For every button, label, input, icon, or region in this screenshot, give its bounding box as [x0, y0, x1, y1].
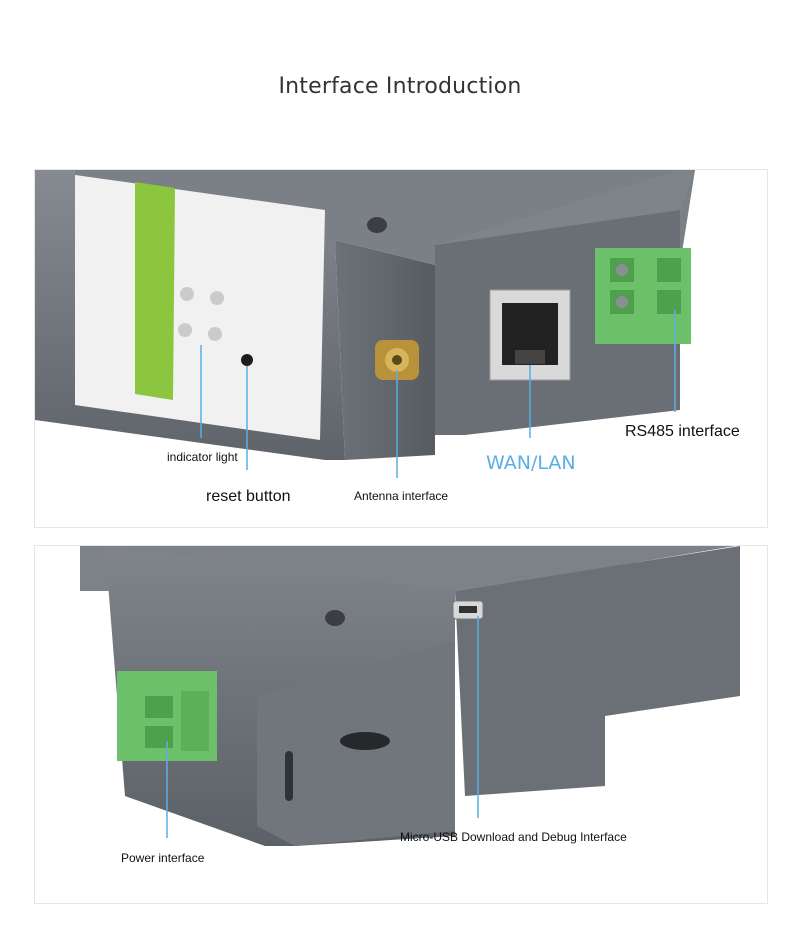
- housing-right-top: [435, 170, 695, 245]
- device-top-view-panel: indicator light reset button Antenna int…: [34, 169, 768, 528]
- device-bottom-view-panel: Micro-USB Download and Debug Interface P…: [34, 545, 768, 904]
- clip-slot: [340, 732, 390, 750]
- label-micro-usb: Micro-USB Download and Debug Interface: [400, 830, 627, 844]
- device-bottom-illustration: [80, 546, 740, 846]
- device-top-illustration: [35, 170, 695, 478]
- label-rs485-interface: RS485 interface: [625, 423, 740, 440]
- housing-right-module: [455, 546, 740, 796]
- front-label-panel: [75, 175, 325, 440]
- brand-strip: [135, 182, 175, 400]
- label-antenna-interface: Antenna interface: [354, 489, 449, 503]
- led-rx: [180, 287, 194, 301]
- led-link: [208, 327, 222, 341]
- led-tx: [178, 323, 192, 337]
- screw-hole: [367, 217, 387, 233]
- page-title: Interface Introduction: [278, 74, 522, 99]
- led-pwr: [210, 291, 224, 305]
- label-reset-button: reset button: [206, 488, 291, 505]
- label-wan-lan: WAN/LAN: [486, 452, 576, 474]
- clip-slot-small: [285, 751, 293, 801]
- label-power-interface: Power interface: [121, 851, 205, 865]
- label-indicator-light: indicator light: [167, 450, 238, 464]
- screw-hole: [325, 610, 345, 626]
- reset-hole: [241, 354, 253, 366]
